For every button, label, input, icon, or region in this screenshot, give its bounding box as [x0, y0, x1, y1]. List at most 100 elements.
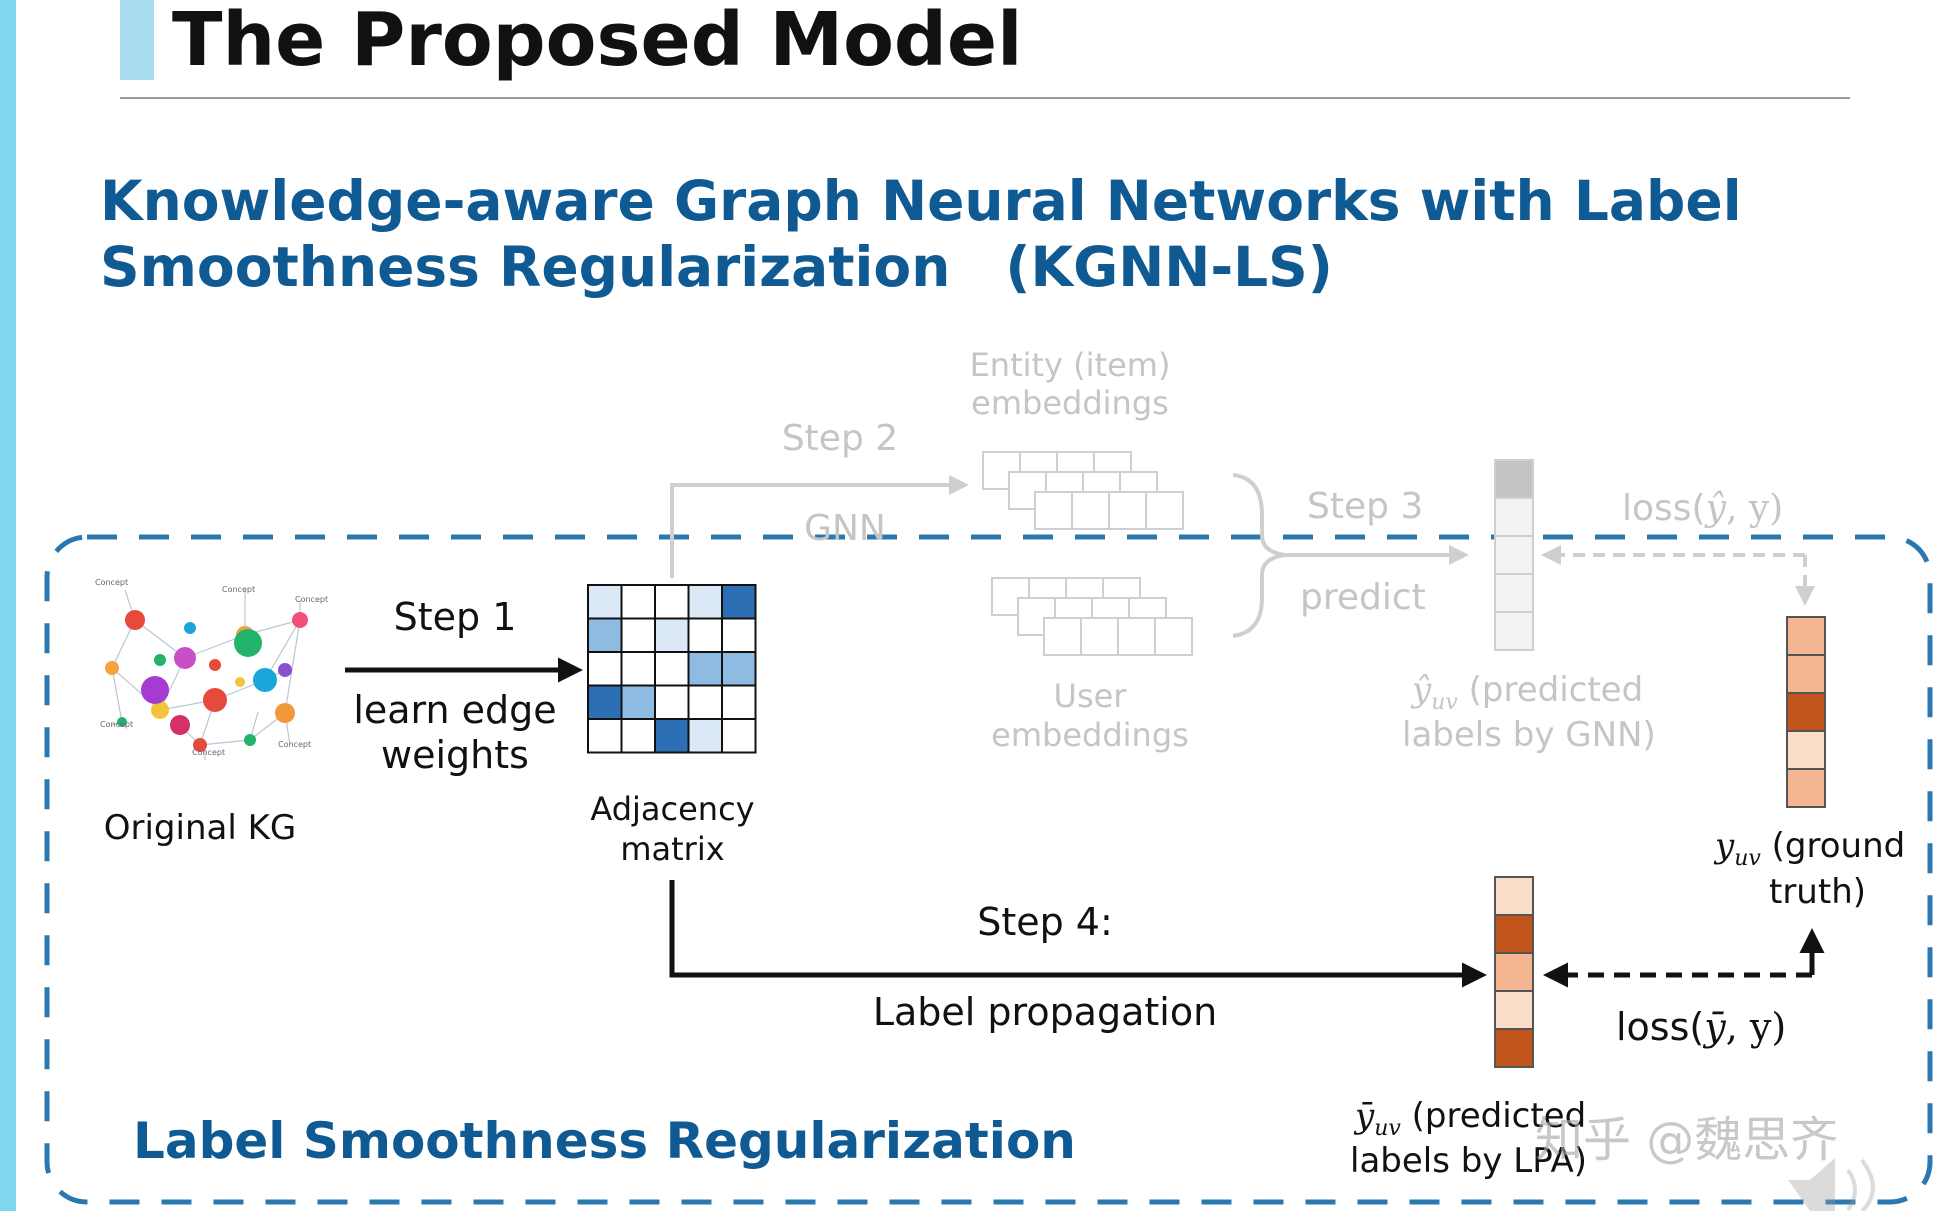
model-title-line1: Knowledge-aware Graph Neural Networks wi…	[100, 169, 1742, 233]
lsr-section-label: Label Smoothness Regularization	[133, 1112, 1076, 1170]
kg-concept-label: Concept	[222, 585, 255, 594]
gnn-loss-prefix: loss(	[1622, 488, 1706, 529]
matrix-cell	[721, 684, 757, 720]
model-title-line2: Smoothness Regularization (KGNN-LS)	[100, 235, 1333, 299]
vector-cell	[1494, 952, 1534, 992]
embedding-cell	[1043, 617, 1082, 656]
matrix-cell	[654, 617, 690, 653]
step4-label: Step 4:	[977, 900, 1113, 944]
left-accent-strip	[0, 0, 16, 1211]
step1-desc-line1: learn edge	[353, 688, 557, 732]
embedding-cell	[1117, 617, 1156, 656]
label-propagation-label: Label propagation	[872, 990, 1218, 1034]
matrix-cell	[721, 651, 757, 687]
watermark: 知乎 @魏思齐	[1535, 1112, 1839, 1168]
gnn-pred-symbol: ŷ	[1412, 670, 1432, 710]
adjacency-matrix	[587, 584, 757, 754]
step1-desc-line2: weights	[381, 733, 529, 777]
kg-concept-label: Concept	[100, 720, 133, 729]
entity-embeddings-graphic	[982, 451, 1184, 530]
predict-label: predict	[1300, 577, 1426, 618]
model-title: Knowledge-aware Graph Neural Networks wi…	[100, 168, 1742, 300]
matrix-cell	[687, 718, 723, 754]
lpa-pred-label-line2: labels by LPA)	[1350, 1141, 1588, 1181]
ground-truth-text: (ground	[1760, 826, 1906, 866]
step2-label: Step 2	[781, 418, 899, 459]
matrix-cell	[620, 651, 656, 687]
ground-truth-subscript: uv	[1734, 845, 1761, 871]
gnn-pred-subscript: uv	[1431, 689, 1458, 715]
matrix-cell	[687, 651, 723, 687]
gnn-pred-text: (predicted	[1457, 670, 1644, 710]
embedding-cell	[1108, 491, 1147, 530]
title-divider	[120, 97, 1850, 99]
embedding-cell	[1071, 491, 1110, 530]
adjacency-label-line1: Adjacency	[590, 790, 755, 828]
gnn-label: GNN	[804, 508, 886, 549]
matrix-cell	[721, 584, 757, 620]
entity-label-line2: embeddings	[971, 384, 1169, 422]
lpa-prediction-vector	[1494, 876, 1534, 1068]
vector-cell	[1494, 497, 1534, 537]
user-embeddings-graphic	[991, 577, 1193, 656]
step2-arrow	[670, 475, 969, 578]
matrix-cell	[654, 684, 690, 720]
vector-cell	[1786, 654, 1826, 694]
embedding-cell	[1080, 617, 1119, 656]
matrix-cell	[620, 684, 656, 720]
vector-cell	[1494, 914, 1534, 954]
ground-truth-vector	[1786, 616, 1826, 808]
matrix-cell	[587, 651, 623, 687]
matrix-cell	[620, 718, 656, 754]
gnn-pred-label-line2: labels by GNN)	[1402, 715, 1656, 755]
adjacency-label-line2: matrix	[620, 830, 725, 868]
vector-cell	[1494, 573, 1534, 613]
lpa-loss-label: loss(ȳ, y)	[1616, 1005, 1786, 1049]
step4-arrow	[669, 880, 1487, 988]
matrix-cell	[687, 684, 723, 720]
original-kg-label: Original KG	[103, 808, 297, 848]
lpa-pred-label-line1: ȳuv (predicted	[1355, 1096, 1586, 1141]
title-accent-bar	[120, 0, 154, 80]
lsr-region-border	[44, 534, 1933, 1205]
vector-cell	[1786, 730, 1826, 770]
matrix-cell	[587, 684, 623, 720]
lpa-pred-text: (predicted	[1400, 1096, 1587, 1136]
matrix-cell	[721, 617, 757, 653]
lpa-pred-subscript: uv	[1374, 1115, 1401, 1141]
entity-label-line1: Entity (item)	[969, 346, 1171, 384]
vector-cell	[1786, 616, 1826, 656]
vector-cell	[1786, 692, 1826, 732]
matrix-cell	[587, 584, 623, 620]
matrix-cell	[587, 718, 623, 754]
matrix-cell	[620, 584, 656, 620]
vector-cell	[1494, 459, 1534, 499]
vector-cell	[1494, 1028, 1534, 1068]
matrix-cell	[721, 718, 757, 754]
lpa-pred-symbol: ȳ	[1355, 1096, 1375, 1136]
gnn-loss-suffix: , y)	[1725, 488, 1784, 529]
kg-concept-label: Concept	[192, 748, 225, 757]
embedding-brace	[1232, 473, 1286, 638]
kg-concept-label: Concept	[95, 578, 128, 587]
embedding-cell	[1034, 491, 1073, 530]
matrix-cell	[654, 651, 690, 687]
matrix-cell	[654, 584, 690, 620]
step1-label: Step 1	[393, 595, 517, 639]
embedding-cell	[1145, 491, 1184, 530]
kg-concept-label: Concept	[278, 740, 311, 749]
lpa-loss-symbol: ȳ	[1704, 1005, 1726, 1049]
matrix-cell	[620, 617, 656, 653]
user-label-line2: embeddings	[991, 716, 1189, 754]
knowledge-graph-icon: Concept Concept Concept Concept Concept …	[95, 578, 328, 760]
kg-concept-label: Concept	[295, 595, 328, 604]
step3-label: Step 3	[1307, 486, 1424, 527]
user-label-line1: User	[1053, 677, 1127, 715]
matrix-cell	[654, 718, 690, 754]
lpa-loss-suffix: , y)	[1725, 1005, 1787, 1049]
matrix-cell	[587, 617, 623, 653]
ground-truth-symbol: y	[1715, 826, 1735, 866]
vector-cell	[1786, 768, 1826, 808]
gnn-prediction-vector	[1494, 459, 1534, 651]
